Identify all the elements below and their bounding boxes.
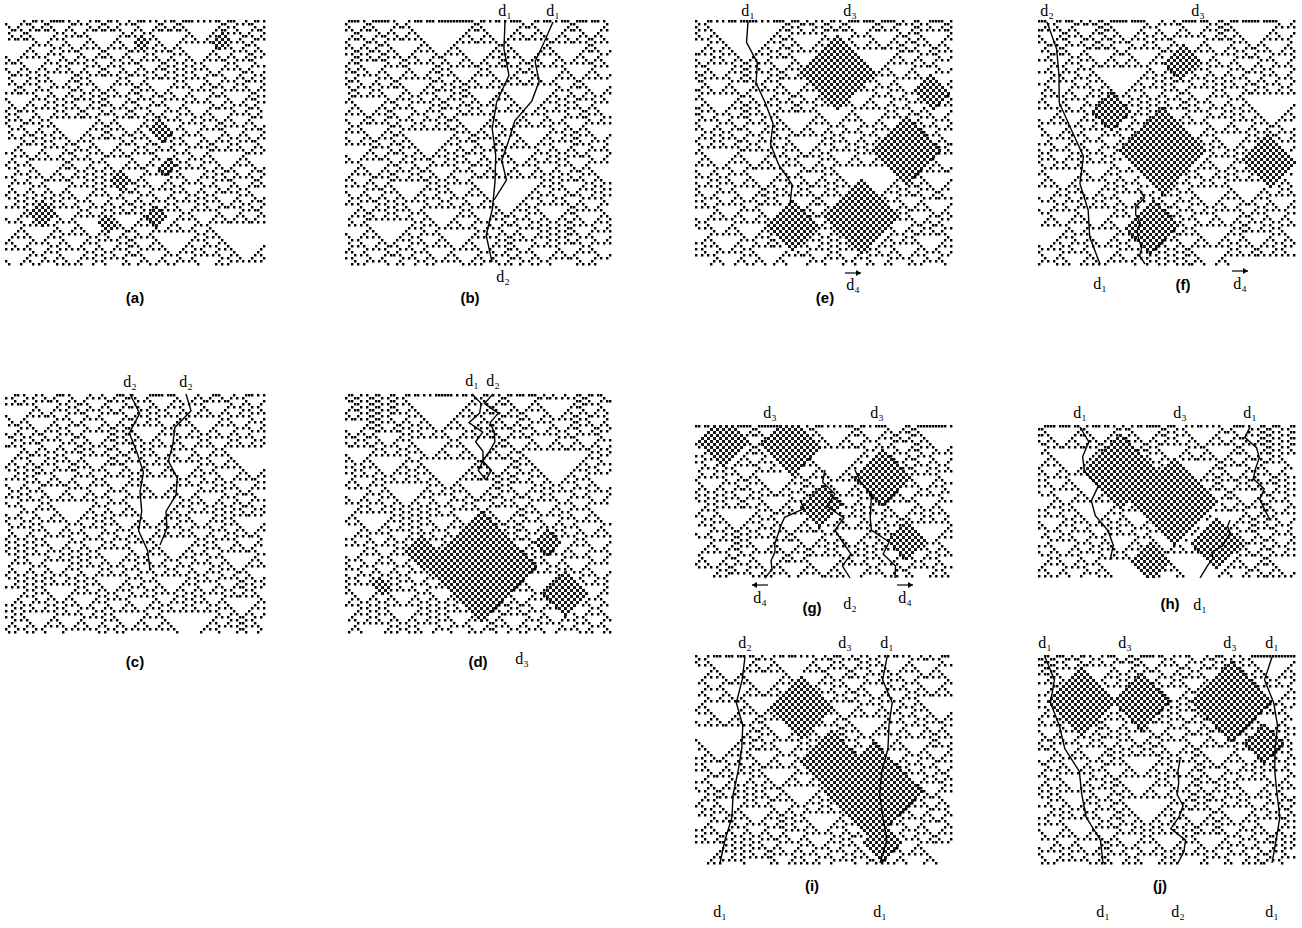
defect-label: d₁	[1037, 635, 1053, 651]
defect-trajectory	[747, 22, 793, 205]
defect-label: d₁	[1264, 904, 1280, 920]
defect-label: d₂	[495, 269, 511, 285]
cell-dots	[345, 394, 611, 633]
defect-label: d₃	[762, 405, 778, 421]
panel-label: (a)	[125, 290, 145, 305]
panel-label: (e)	[815, 290, 835, 305]
defect-label: d₁	[1264, 635, 1280, 651]
defect-trajectory	[855, 470, 895, 578]
cell-dots	[695, 20, 952, 265]
cell-dots	[695, 655, 952, 864]
defect-label: d₂	[178, 374, 194, 390]
defect-label: d₂	[485, 373, 501, 389]
panel-label: (d)	[467, 654, 488, 669]
defect-trajectory	[469, 394, 486, 480]
defect-trajectory	[483, 394, 498, 480]
defect-label: d₁	[712, 904, 728, 920]
defect-region	[767, 35, 950, 254]
defect-label: d₃	[514, 651, 530, 667]
cell-dots	[5, 394, 265, 633]
defect-label: d₃	[842, 3, 858, 19]
defect-trajectory	[1045, 657, 1103, 863]
automaton-panel	[695, 655, 952, 864]
defect-label: d₂	[122, 374, 138, 390]
defect-trajectory	[765, 500, 804, 578]
defect-label: d₄	[1232, 276, 1248, 292]
panel-label: (j)	[1152, 878, 1168, 893]
defect-trajectory	[1265, 657, 1280, 863]
automaton-panel	[695, 425, 952, 578]
panel-label: (h)	[1159, 596, 1180, 611]
automaton-panel	[695, 20, 952, 265]
defect-label: d₁	[740, 3, 756, 19]
panel-label: (i)	[804, 878, 820, 893]
defect-label: d₁	[1072, 405, 1088, 421]
direction-arrow	[752, 582, 768, 588]
panel-label: (f)	[1175, 277, 1192, 292]
defect-label: d₃	[837, 635, 853, 651]
defect-trajectory	[720, 657, 745, 863]
defect-trajectory	[880, 657, 892, 863]
defect-region	[1092, 44, 1296, 254]
defect-trajectory	[160, 394, 191, 545]
cell-dots	[1038, 20, 1295, 265]
automaton-panel	[1038, 425, 1295, 578]
direction-arrow	[897, 582, 913, 588]
defect-label: d₂	[842, 596, 858, 612]
panel-label: (g)	[801, 600, 822, 615]
direction-arrow	[1232, 268, 1248, 274]
defect-label: d₃	[1190, 3, 1206, 19]
defect-trajectory	[823, 470, 851, 578]
defect-label: d₃	[1172, 405, 1188, 421]
defect-trajectory	[1171, 760, 1186, 863]
defect-trajectory	[1136, 190, 1145, 264]
defect-region	[698, 425, 926, 560]
defect-label: d₁	[872, 904, 888, 920]
defect-label: d₁	[464, 373, 480, 389]
defect-trajectory	[129, 394, 150, 570]
defect-label: d₃	[869, 405, 885, 421]
defect-region	[372, 511, 588, 622]
defect-label: d₄	[752, 590, 768, 606]
defect-label: d₄	[897, 590, 913, 606]
defect-label: d₃	[1117, 635, 1133, 651]
defect-label: d₁	[545, 3, 561, 19]
defect-trajectory	[494, 22, 553, 200]
defect-label: d₁	[1092, 276, 1108, 292]
automaton-panel	[1038, 655, 1295, 864]
defect-trajectory	[1047, 22, 1100, 264]
cell-dots	[1038, 655, 1295, 864]
defect-label: d₁	[497, 3, 513, 19]
defect-label: d₁	[879, 635, 895, 651]
defect-label: d₂	[1170, 904, 1186, 920]
cell-dots	[1038, 425, 1295, 577]
defect-label: d₂	[1039, 3, 1055, 19]
defect-region	[1083, 434, 1242, 578]
automaton-panel	[5, 394, 265, 633]
panel-label: (c)	[125, 654, 145, 669]
automaton-panel	[345, 20, 611, 265]
defect-region	[1047, 661, 1284, 763]
defect-trajectory	[1245, 427, 1270, 520]
defect-trajectory	[1080, 427, 1113, 560]
defect-region	[770, 676, 923, 862]
panel-label: (b)	[459, 290, 480, 305]
defect-label: d₄	[845, 277, 861, 293]
defect-label: d₂	[737, 635, 753, 651]
defect-label: d₁	[1192, 597, 1208, 613]
defect-label: d₁	[1095, 904, 1111, 920]
defect-label: d₁	[1242, 405, 1258, 421]
cell-dots	[345, 20, 611, 265]
direction-arrow	[845, 270, 861, 276]
automaton-panel	[345, 394, 611, 633]
automaton-panel	[1038, 20, 1296, 265]
cell-dots	[5, 20, 265, 265]
cell-dots	[695, 425, 952, 577]
defect-region	[29, 32, 230, 233]
defect-trajectory	[1200, 520, 1230, 578]
defect-label: d₃	[1222, 635, 1238, 651]
defect-trajectory	[486, 22, 509, 262]
automaton-panel	[5, 20, 265, 265]
